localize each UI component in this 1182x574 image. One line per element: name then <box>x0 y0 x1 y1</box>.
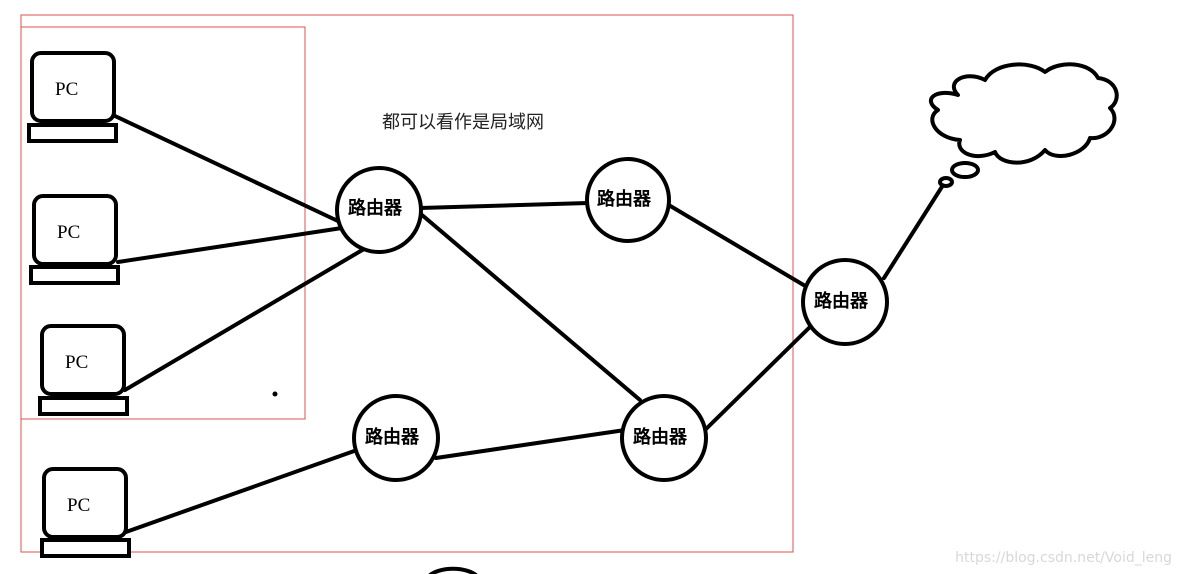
router-label: 路由器 <box>597 188 652 210</box>
router-2: 路由器 <box>585 157 671 243</box>
pc-base <box>29 265 120 285</box>
link-r4-r5 <box>703 320 817 432</box>
watermark: https://blog.csdn.net/Void_leng <box>955 550 1172 566</box>
partial-router-circle <box>428 566 478 574</box>
lan-label: 都可以看作是局域网 <box>382 112 544 133</box>
pc-screen <box>40 324 126 396</box>
pc-base <box>27 123 118 143</box>
router-label: 路由器 <box>814 290 869 312</box>
cloud-bubble-small <box>938 176 954 188</box>
link-pc3-r1 <box>123 247 366 392</box>
pc-label: PC <box>65 352 88 373</box>
pc-1: PC <box>27 51 118 143</box>
router-label: 路由器 <box>348 197 403 219</box>
router-label: 路由器 <box>365 426 420 448</box>
cloud-bubble-large <box>950 161 980 179</box>
router-circle <box>801 258 889 346</box>
pc-screen <box>42 467 128 539</box>
pc-4: PC <box>40 467 131 558</box>
lan-inner-box <box>20 26 306 420</box>
link-r1-r2 <box>418 201 590 210</box>
router-circle <box>585 157 671 243</box>
router-4: 路由器 <box>620 394 708 482</box>
router-label: 路由器 <box>633 426 688 448</box>
internet-cloud-icon <box>929 62 1119 188</box>
pc-base <box>38 396 129 416</box>
pc-label: PC <box>67 495 90 516</box>
link-r1-r4 <box>420 213 642 402</box>
pc-base <box>40 538 131 558</box>
router-circle <box>352 394 440 482</box>
link-pc2-r1 <box>116 226 344 264</box>
link-r3-r4 <box>434 428 627 460</box>
pc-2: PC <box>29 194 120 285</box>
pc-label: PC <box>57 222 80 243</box>
pc-screen <box>32 194 118 266</box>
stray-dot <box>272 391 278 397</box>
link-pc1-r1 <box>113 114 342 224</box>
pc-label: PC <box>55 79 78 100</box>
router-1: 路由器 <box>335 166 423 254</box>
router-circle <box>335 166 423 254</box>
router-5: 路由器 <box>801 258 889 346</box>
pc-3: PC <box>38 324 129 416</box>
link-r2-r5 <box>665 202 814 292</box>
router-3: 路由器 <box>352 394 440 482</box>
pc-screen <box>30 51 116 123</box>
link-pc4-r3 <box>124 448 359 534</box>
router-circle <box>620 394 708 482</box>
links <box>113 114 947 534</box>
link-r5-cloud <box>882 180 947 280</box>
